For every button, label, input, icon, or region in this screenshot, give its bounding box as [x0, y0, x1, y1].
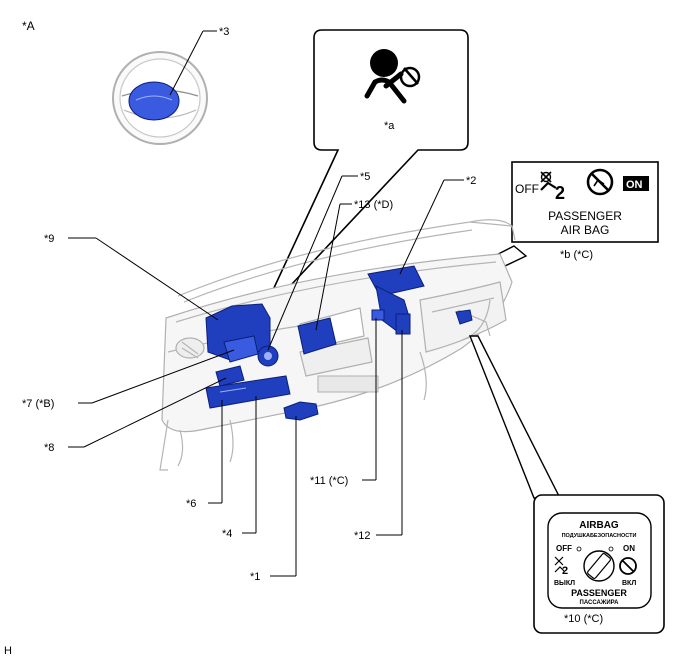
- callout-label-2: *2: [466, 175, 476, 187]
- callout-label-3: *3: [219, 26, 229, 38]
- switch-bottom-ru: ПАССАЖИРА: [580, 600, 620, 606]
- switch-off-ru: ВЫКЛ: [554, 580, 575, 587]
- indicator-airbag-text: AIR BAG: [561, 223, 610, 237]
- callout-label-7: *7 (*B): [22, 398, 54, 410]
- callout-label-12: *12: [354, 530, 371, 542]
- callout-label-6: *6: [186, 498, 196, 510]
- indicator-panel-caption: *b (*C): [560, 249, 593, 261]
- svg-text:2: 2: [555, 183, 565, 203]
- callout-label-10: *10 (*C): [564, 613, 603, 625]
- callout-label-8: *8: [44, 442, 54, 454]
- component-12: [395, 313, 411, 335]
- steering-wheel-icon: [112, 51, 208, 145]
- indicator-on-text: ON: [626, 179, 643, 191]
- callout-label-1: *1: [250, 571, 260, 583]
- callout-label-11: *11 (*C): [310, 475, 348, 487]
- steering-pad-highlight: [128, 81, 180, 121]
- indicator-passenger-text: PASSENGER: [548, 209, 622, 223]
- switch-on-text: ON: [623, 544, 635, 553]
- callout-label-4: *4: [222, 528, 232, 540]
- airbag-warning-icon: [364, 49, 421, 104]
- passenger-indicator-panel: [511, 161, 659, 243]
- switch-on-ru: ВКЛ: [622, 580, 636, 587]
- switch-airbag-off-icon: [619, 557, 637, 575]
- switch-title: AIRBAG: [579, 520, 619, 531]
- component-4: [205, 375, 291, 409]
- switch-off-text: OFF: [556, 544, 572, 553]
- switch-seat-icon: 2: [554, 556, 568, 577]
- airbag-symbol-caption: *a: [384, 120, 395, 132]
- indicator-off-text: OFF: [515, 182, 539, 196]
- airbag-components: [205, 265, 473, 421]
- component-13: [297, 317, 337, 355]
- corner-label: H: [4, 645, 12, 657]
- component-10: [455, 309, 473, 325]
- component-11: [371, 309, 385, 321]
- airbag-off-icon: [586, 168, 614, 196]
- switch-bottom-text: PASSENGER: [571, 588, 627, 598]
- svg-text:2: 2: [562, 565, 568, 577]
- component-1: [283, 401, 319, 421]
- seat-occupant-icon: 2: [540, 171, 565, 203]
- callout-label-5: *5: [360, 171, 370, 183]
- callout-label-13: *13 (*D): [354, 199, 393, 211]
- callout-label-9: *9: [44, 233, 54, 245]
- switch-title-ru: ПОДУШКАБЕЗОПАСНОСТИ: [562, 533, 637, 539]
- key-slot-icon: [583, 550, 615, 582]
- view-label: *A: [22, 19, 35, 33]
